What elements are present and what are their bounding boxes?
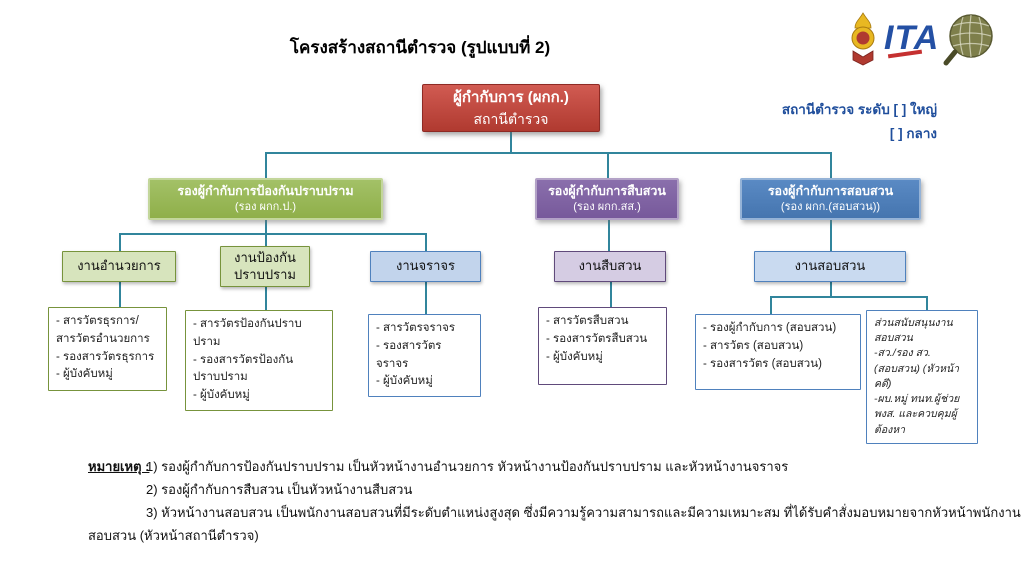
detail-interrogation-support-box: ส่วนสนับสนุนงานสอบสวน -สว./รอง สว.(สอบสว… xyxy=(866,310,978,444)
note-line-1: 1) รองผู้กำกับการป้องกันปราบปราม เป็นหัว… xyxy=(146,459,789,474)
superintendent-box: ผู้กำกับการ (ผกก.) สถานีตำรวจ xyxy=(422,84,600,132)
connector-line xyxy=(425,282,427,314)
note-line-4: สอบสวน (หัวหน้าสถานีตำรวจ) xyxy=(88,528,259,543)
detail-interrogation-box: - รองผู้กำกับการ (สอบสวน) - สารวัตร (สอบ… xyxy=(695,314,861,390)
connector-line xyxy=(265,220,267,233)
connector-line xyxy=(265,287,267,310)
connector-line xyxy=(830,220,832,251)
detail-line: - สารวัตรสืบสวน xyxy=(546,315,629,327)
connector-line xyxy=(265,233,267,246)
connector-line xyxy=(830,152,832,178)
superintendent-line1: ผู้กำกับการ (ผกก.) xyxy=(453,89,569,106)
deputy-investigation-box: รองผู้กำกับการสืบสวน (รอง ผกก.สส.) xyxy=(535,178,679,220)
detail-line: - รองผู้กำกับการ (สอบสวน) xyxy=(703,322,837,334)
deputy-prevention-line2: (รอง ผกก.ป.) xyxy=(234,201,297,214)
detail-line: - ผู้บังคับหมู่ xyxy=(193,389,250,402)
superintendent-line2: สถานีตำรวจ xyxy=(473,111,549,127)
deputy-interrogation-line2: (รอง ผกก.(สอบสวน)) xyxy=(780,201,881,214)
note-line-3: 3) หัวหน้างานสอบสวน เป็นพนักงานสอบสวนที่… xyxy=(146,505,1021,520)
unit-administration-box: งานอำนวยการ xyxy=(62,251,176,282)
connector-line xyxy=(926,296,928,310)
deputy-investigation-line2: (รอง ผกก.สส.) xyxy=(573,201,641,214)
detail-line: - สารวัตรจราจร xyxy=(376,322,456,334)
notes-label: หมายเหตุ : xyxy=(88,459,150,474)
detail-line: - ผู้บังคับหมู่ xyxy=(376,375,433,388)
detail-line: - รองสารวัตรสืบสวน xyxy=(546,332,648,345)
deputy-prevention-box: รองผู้กำกับการป้องกันปราบปราม (รอง ผกก.ป… xyxy=(148,178,383,220)
detail-prevention-box: - สารวัตรป้องกันปราบปราม - รองสารวัตรป้อ… xyxy=(185,310,333,412)
detail-investigation-box: - สารวัตรสืบสวน - รองสารวัตรสืบสวน - ผู้… xyxy=(538,307,667,385)
detail-line: ปราบปราม xyxy=(193,371,248,384)
unit-interrogation-box: งานสอบสวน xyxy=(754,251,906,282)
station-level-line2: [ ] กลาง xyxy=(889,125,937,141)
detail-line: สารวัตรอำนวยการ xyxy=(56,332,150,345)
connector-line xyxy=(770,296,772,314)
connector-line xyxy=(265,152,831,154)
detail-line: -ผบ.หมู่ ทนท.ผู้ช่วย พงส. และควบคุมผู้ต้… xyxy=(874,393,960,436)
detail-line: - สารวัตรธุรการ/ xyxy=(56,315,139,327)
unit-investigation-label: งานสืบสวน xyxy=(578,258,642,274)
police-emblem-logo xyxy=(846,11,880,71)
magnifier-globe-icon xyxy=(941,11,995,72)
detail-traffic-box: - สารวัตรจราจร - รองสารวัตรจราจร - ผู้บั… xyxy=(368,314,481,398)
connector-line xyxy=(119,233,121,251)
connector-line xyxy=(610,282,612,307)
deputy-interrogation-line1: รองผู้กำกับการสอบสวน xyxy=(767,184,894,199)
detail-line: - ผู้บังคับหมู่ xyxy=(56,368,113,381)
unit-prevention-line1: งานป้องกัน xyxy=(234,250,296,266)
station-level-label: สถานีตำรวจ ระดับ [ ] ใหญ่ [ ] กลาง xyxy=(775,98,937,145)
connector-line xyxy=(770,296,926,298)
note-line-2: 2) รองผู้กำกับการสืบสวน เป็นหัวหน้างานสื… xyxy=(146,482,413,497)
connector-line xyxy=(608,220,610,251)
connector-line xyxy=(119,233,426,235)
unit-investigation-box: งานสืบสวน xyxy=(554,251,666,282)
deputy-investigation-line1: รองผู้กำกับการสืบสวน xyxy=(548,184,666,199)
connector-line xyxy=(119,282,121,307)
unit-traffic-box: งานจราจร xyxy=(370,251,481,282)
detail-line: ส่วนสนับสนุนงานสอบสวน xyxy=(874,317,953,345)
connector-line xyxy=(607,152,609,178)
detail-administration-box: - สารวัตรธุรการ/ สารวัตรอำนวยการ - รองสา… xyxy=(48,307,167,391)
detail-line: - รองสารวัตรป้องกัน xyxy=(193,353,294,366)
unit-traffic-label: งานจราจร xyxy=(395,258,456,274)
detail-line: - ผู้บังคับหมู่ xyxy=(546,350,603,363)
unit-interrogation-label: งานสอบสวน xyxy=(794,258,866,274)
deputy-prevention-line1: รองผู้กำกับการป้องกันปราบปราม xyxy=(177,184,354,199)
detail-line: - สารวัตรป้องกันปราบปราม xyxy=(193,318,302,348)
connector-line xyxy=(830,282,832,296)
detail-line: - สารวัตร (สอบสวน) xyxy=(703,339,804,352)
unit-administration-label: งานอำนวยการ xyxy=(77,258,161,274)
logo-strip: ITA xyxy=(846,10,1016,72)
connector-line xyxy=(265,152,267,178)
deputy-interrogation-box: รองผู้กำกับการสอบสวน (รอง ผกก.(สอบสวน)) xyxy=(740,178,921,220)
connector-line xyxy=(510,132,512,152)
connector-line xyxy=(425,233,427,251)
unit-prevention-box: งานป้องกัน ปราบปราม xyxy=(220,246,310,287)
station-level-line1: สถานีตำรวจ ระดับ [ ] ใหญ่ xyxy=(781,102,937,117)
page-title: โครงสร้างสถานีตำรวจ (รูปแบบที่ 2) xyxy=(289,38,551,57)
unit-prevention-line2: ปราบปราม xyxy=(234,266,296,282)
detail-line: -สว./รอง สว.(สอบสวน) (หัวหน้าคดี) xyxy=(874,347,960,390)
detail-line: - รองสารวัตรธุรการ xyxy=(56,350,155,363)
detail-line: - รองสารวัตรจราจร xyxy=(376,339,442,370)
ita-logo: ITA xyxy=(884,18,940,57)
detail-line: - รองสารวัตร (สอบสวน) xyxy=(703,357,822,370)
